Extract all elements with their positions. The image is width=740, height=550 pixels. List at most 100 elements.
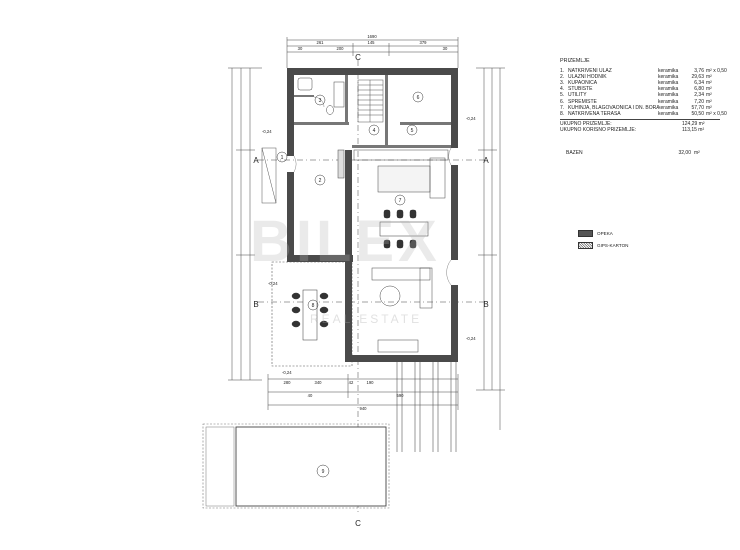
section-label-c-top: C	[355, 53, 361, 62]
dim-top-2: 145	[368, 40, 376, 45]
legend-net-label: UKUPNO KORISNO PRIZEMLJE:	[560, 126, 637, 133]
room-marker-8	[307, 299, 319, 311]
legend-unit: m²	[706, 92, 712, 99]
dim-bottom-6: 590	[397, 393, 405, 398]
pool-area: 32,00	[678, 150, 691, 156]
legend-separator	[560, 118, 720, 120]
legend-room-name: UTILITY	[568, 92, 587, 99]
legend-room-name: STUBIŠTE	[568, 86, 593, 93]
watermark-logo: BILEX	[250, 209, 441, 274]
room-marker-4	[368, 124, 380, 136]
legend-num: 8.	[560, 110, 565, 117]
dim-top-5: 200	[337, 46, 345, 51]
room-markers	[276, 91, 424, 478]
pool-unit: m²	[694, 150, 700, 156]
material-legend: OPEKA GIPS-KARTON	[578, 227, 628, 251]
legend-unit: m²	[706, 98, 712, 105]
watermark-subtitle: REAL ESTATE	[310, 312, 423, 326]
legend-unit: m² x 0,50	[706, 68, 727, 75]
dim-bottom-3: 190	[367, 380, 375, 385]
level-mark-1: -0,24	[262, 129, 272, 134]
legend-area: 2,34	[694, 92, 704, 99]
room-number-2: 2	[319, 178, 322, 184]
level-mark-2: -0,24	[466, 116, 476, 121]
legend-row: 7. KUHINJA, BLAGOVAONICA I DN. BORAVAK k…	[560, 105, 730, 111]
bathroom-fixtures	[297, 77, 345, 115]
section-label-a-left: A	[253, 156, 259, 165]
section-label-a-right: A	[483, 156, 489, 165]
material-swatch-brick	[578, 229, 593, 237]
legend-unit: m²	[706, 80, 712, 87]
material-label: GIPS-KARTON	[597, 242, 629, 248]
legend-row: 6. SPREMIŠTE keramika 7,20 m²	[560, 99, 730, 105]
room-number-5: 5	[411, 128, 414, 134]
legend-room-name: KUPAONICA	[568, 80, 598, 87]
dim-bottom-1: 280	[284, 380, 292, 385]
dim-bottom-5: 40	[308, 393, 313, 398]
legend-material: keramika	[658, 74, 679, 81]
room-number-8: 8	[312, 303, 315, 309]
legend-num: 3.	[560, 80, 565, 87]
legend-area: 57,70	[691, 104, 704, 111]
legend-material: keramika	[658, 80, 679, 87]
section-label-c-bottom: C	[355, 519, 361, 528]
dim-bottom-7: 940	[360, 406, 368, 411]
room-marker-9	[316, 464, 330, 478]
legend-unit: m²	[706, 86, 712, 93]
pool-area-row: BAZEN 32,00 m²	[566, 150, 726, 156]
legend-material: keramika	[658, 86, 679, 93]
material-row: OPEKA	[578, 227, 628, 239]
legend-net-row: UKUPNO KORISNO PRIZEMLJE: 113,15 m²	[560, 127, 730, 133]
legend-title: PRIZEMLJE	[560, 58, 590, 64]
legend-area: 6,80	[694, 86, 704, 93]
legend-material: keramika	[658, 104, 679, 111]
room-marker-5	[406, 124, 418, 136]
legend-room-name: KUHINJA, BLAGOVAONICA I DN. BORAVAK	[568, 104, 658, 111]
dim-top-1: 261	[317, 40, 325, 45]
material-swatch-drywall	[578, 241, 593, 249]
material-label: OPEKA	[597, 230, 613, 236]
legend-material: keramika	[658, 98, 679, 105]
room-number-1: 1	[281, 155, 284, 161]
legend-unit: m²	[706, 104, 712, 111]
dim-bottom-4: 42	[349, 380, 354, 385]
legend-unit: m² x 0,50	[706, 110, 727, 117]
room-marker-7	[394, 194, 406, 206]
level-mark-4: -0,24	[282, 370, 292, 375]
legend-material: keramika	[658, 68, 679, 75]
dining-set-interior	[379, 209, 429, 249]
dim-top-total: 1690	[367, 34, 377, 39]
level-mark-5: -0,24	[466, 336, 476, 341]
pool-label: BAZEN	[566, 150, 583, 156]
room-marker-3	[314, 94, 326, 106]
room-marker-1	[276, 151, 288, 163]
room-number-4: 4	[373, 128, 376, 134]
legend-num: 2.	[560, 74, 565, 81]
dim-top-4: 30	[298, 46, 303, 51]
level-mark-3: -0,24	[268, 281, 278, 286]
legend-room-name: SPREMIŠTE	[568, 98, 597, 105]
legend-num: 6.	[560, 98, 565, 105]
dim-top-3: 379	[420, 40, 428, 45]
room-marker-2	[314, 174, 326, 186]
room-number-7: 7	[399, 198, 402, 204]
entry-canopy	[261, 147, 277, 204]
section-label-b-right: B	[483, 300, 488, 309]
legend-area: 6,34	[694, 80, 704, 87]
legend-room-name: NATKRIVENA TERASA	[568, 110, 621, 117]
exterior-walls	[287, 68, 458, 362]
legend-num: 4.	[560, 86, 565, 93]
legend-net-value: 113,15 m²	[682, 126, 705, 133]
legend-total-row: UKUPNO PRIZEMLJE: 124,29 m²	[560, 121, 730, 127]
legend-row: 2. ULAZNI HODNIK keramika 29,63 m²	[560, 74, 730, 80]
legend-material: keramika	[658, 92, 679, 99]
legend-row: 8. NATKRIVENA TERASA keramika 50,50 m² x…	[560, 111, 730, 117]
room-legend: PRIZEMLJE 1. NATKRIVENI ULAZ keramika 3,…	[560, 58, 730, 133]
room-number-6: 6	[417, 95, 420, 101]
legend-area: 50,50	[691, 110, 704, 117]
legend-num: 1.	[560, 68, 565, 75]
pergola-lines	[396, 362, 457, 452]
interior-walls	[294, 75, 451, 148]
living-room-sofa	[371, 267, 433, 353]
